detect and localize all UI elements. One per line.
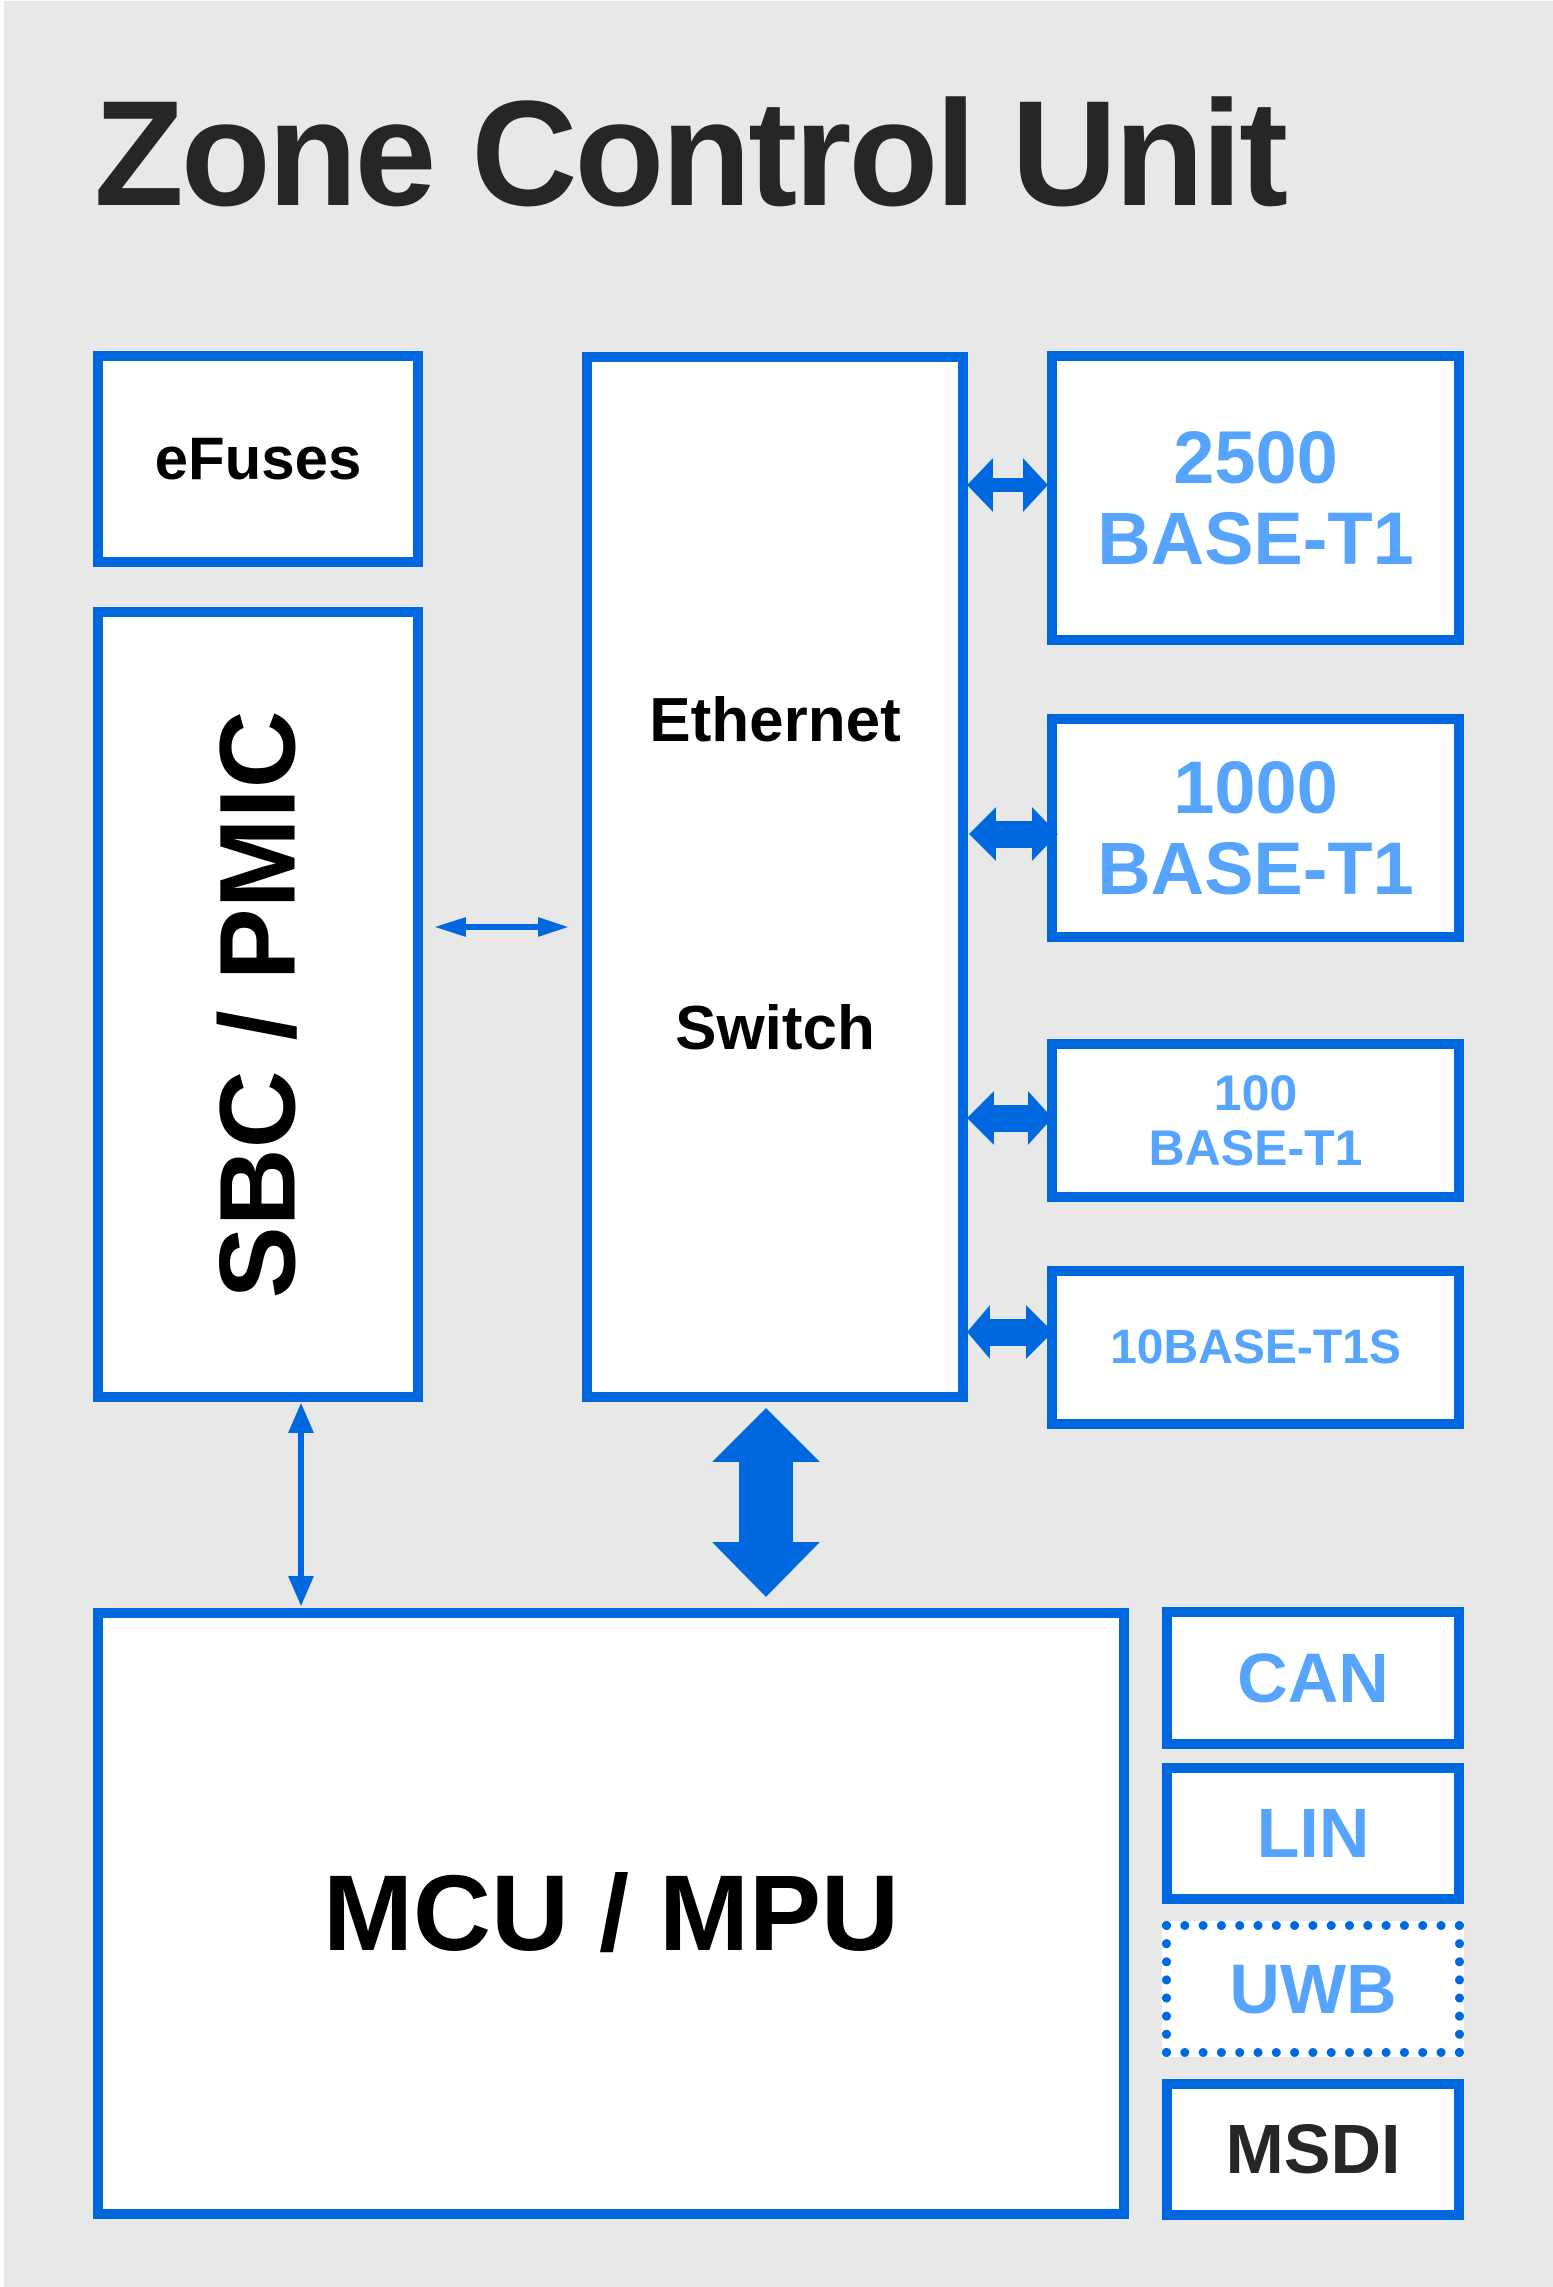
uwb-label: UWB: [1229, 1949, 1397, 2028]
phy-100-line1: 100: [1213, 1064, 1298, 1121]
lin-block: LIN: [1162, 1763, 1464, 1904]
mcu-mpu-label: MCU / MPU: [323, 1852, 899, 1974]
can-label: CAN: [1237, 1638, 1389, 1717]
phy-2500-line2: BASE-T1: [1097, 497, 1414, 580]
phy-10-label: 10BASE-T1S: [1110, 1321, 1401, 1374]
phy-1000-line2: BASE-T1: [1097, 827, 1414, 910]
phy-100base-t1-block: 100 BASE-T1: [1047, 1039, 1464, 1202]
phy-1000base-t1-block: 1000 BASE-T1: [1047, 714, 1464, 942]
msdi-label: MSDI: [1225, 2110, 1401, 2188]
lin-label: LIN: [1256, 1794, 1370, 1872]
mcu-mpu-block: MCU / MPU: [93, 1608, 1129, 2219]
efuses-block: eFuses: [93, 351, 423, 567]
uwb-block-optional: UWB: [1162, 1921, 1464, 2057]
phy-2500base-t1-block: 2500 BASE-T1: [1047, 351, 1464, 645]
phy-1000-line1: 1000: [1173, 745, 1338, 829]
efuses-label: eFuses: [154, 425, 362, 492]
msdi-block: MSDI: [1162, 2079, 1464, 2220]
phy-100-line2: BASE-T1: [1148, 1119, 1363, 1176]
sbc-pmic-block: SBC / PMIC: [93, 607, 423, 1402]
sbc-pmic-label: SBC / PMIC: [196, 710, 318, 1299]
diagram-title: Zone Control Unit: [94, 69, 1288, 237]
phy-2500-line1: 2500: [1173, 415, 1338, 499]
can-block: CAN: [1162, 1607, 1464, 1749]
phy-10base-t1s-block: 10BASE-T1S: [1047, 1266, 1464, 1429]
ethernet-switch-label-line2: Switch: [675, 994, 875, 1064]
ethernet-switch-block: Ethernet Switch: [582, 352, 968, 1402]
ethernet-switch-label-line1: Ethernet: [649, 686, 901, 755]
